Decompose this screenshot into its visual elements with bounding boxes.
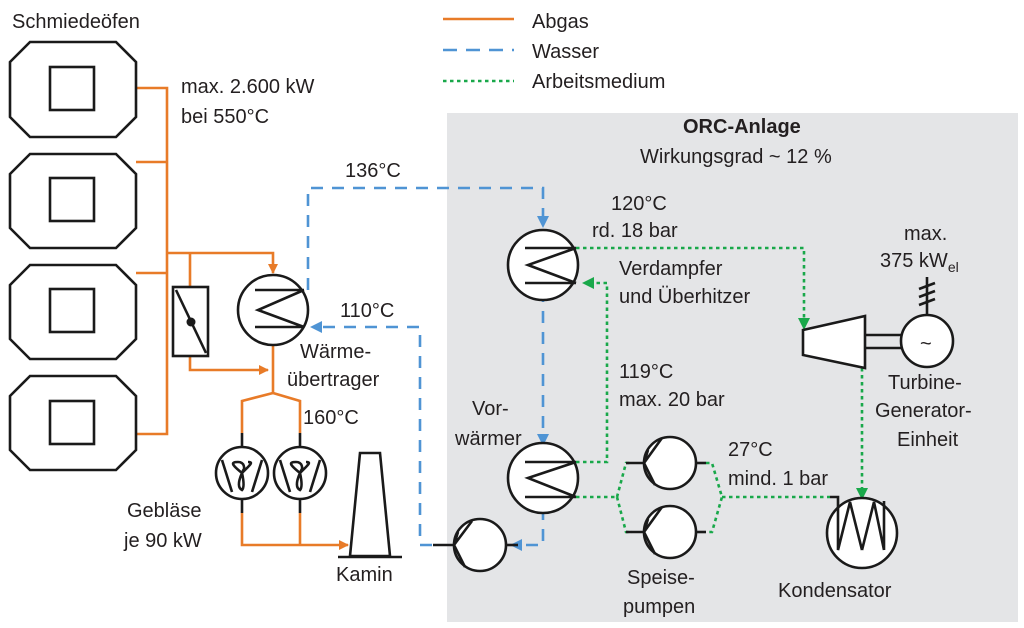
oven-3 [8,263,138,361]
power-label-1: max. [904,223,947,245]
orc-title: ORC-Anlage [683,116,801,138]
water-pump [433,517,518,573]
exhaust-power-label: max. 2.600 kW [181,76,315,98]
evap-temp-label: 120°C [611,193,667,215]
condenser [825,495,899,570]
generator: ~ [899,277,955,369]
bypass-damper [171,285,210,358]
heat-exchanger-label-1: Wärme- [300,341,371,363]
heat-exchanger [236,273,310,347]
turbine-label-1: Turbine- [888,372,962,394]
turbine-label-3: Einheit [897,429,959,451]
preheater [506,441,580,515]
power-label-2: 375 kWel [880,250,959,275]
exhaust-temp-label: bei 550°C [181,106,269,128]
evap-pressure-label: rd. 18 bar [592,220,678,242]
chimney [338,451,402,559]
preheater-label-2: wärmer [454,428,522,450]
preheat-pressure-label: max. 20 bar [619,389,725,411]
turbine [801,314,902,370]
legend-label-arbeitsmedium: Arbeitsmedium [532,71,665,93]
fan-1 [214,433,270,513]
pumps-label-1: Speise- [627,567,695,589]
evaporator [506,228,580,302]
feed-pump-2 [626,504,706,560]
evaporator-label-2: und Überhitzer [619,286,751,308]
cond-temp-label: 27°C [728,439,773,461]
legend-label-wasser: Wasser [532,41,599,63]
power-value: 375 kW [880,250,948,272]
oven-1 [8,40,138,139]
generator-symbol: ~ [920,333,932,355]
evaporator-label-1: Verdampfer [619,258,723,280]
preheater-label-1: Vor- [472,398,509,420]
oven-4 [8,374,138,472]
fan-temp-label: 160°C [303,407,359,429]
fan-2 [272,433,328,513]
orc-efficiency: Wirkungsgrad ~ 12 % [640,146,832,168]
condenser-label: Kondensator [778,580,892,602]
water-out-temp-label: 136°C [345,160,401,182]
wasser-lines [306,186,549,551]
legend-label-abgas: Abgas [532,11,589,33]
oven-2 [8,152,138,250]
pumps-label-2: pumpen [623,596,695,618]
abgas-lines [136,86,349,550]
heat-exchanger-label-2: übertrager [287,369,380,391]
preheat-temp-label: 119°C [619,361,673,383]
feed-pump-1 [626,435,706,491]
chimney-label: Kamin [336,564,393,586]
water-return-temp-label: 110°C [340,300,394,322]
ovens [8,40,138,472]
ovens-title: Schmiedeöfen [12,11,140,33]
legend: Abgas Wasser Arbeitsmedium [443,11,665,93]
fans-label-1: Gebläse [127,500,202,522]
power-subscript: el [948,259,959,275]
turbine-label-2: Generator- [875,400,972,422]
fans-label-2: je 90 kW [123,530,202,552]
cond-pressure-label: mind. 1 bar [728,468,828,490]
